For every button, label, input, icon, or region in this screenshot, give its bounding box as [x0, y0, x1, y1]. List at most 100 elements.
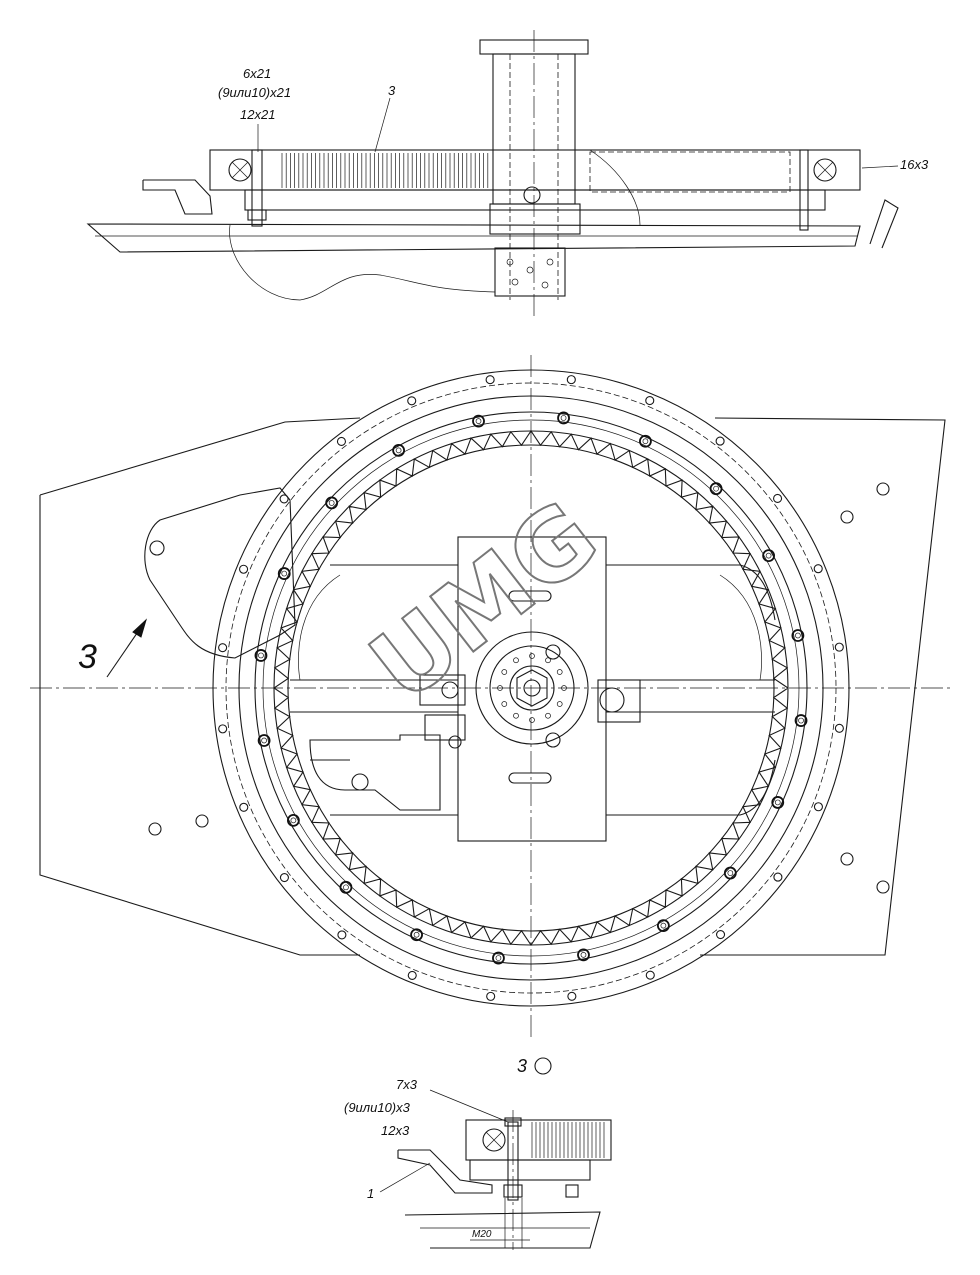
outer-bolt-hole — [337, 930, 347, 940]
outer-bolt-hole — [715, 930, 726, 940]
outer-bolt-hole — [218, 724, 228, 734]
section-view: 3 7x3 (9или10)x3 12x3 1 M20 — [344, 1056, 612, 1250]
outer-bolt-hole — [279, 872, 289, 883]
section-label-fasteners-2: (9или10)x3 — [344, 1100, 411, 1115]
inner-bolt-core — [660, 922, 667, 929]
outer-bolt-hole — [407, 970, 417, 980]
section-label-fasteners-1: 7x3 — [396, 1077, 418, 1092]
inner-bolt-nut — [656, 919, 670, 933]
hub-hole — [556, 701, 563, 707]
inner-bolt-core — [580, 952, 587, 958]
section-gear-teeth — [531, 1122, 605, 1158]
inner-bolt-core — [281, 570, 288, 577]
outer-bolt-hole — [645, 396, 655, 406]
inner-bolt-core — [413, 931, 420, 938]
plan-view: UMG 3 — [30, 355, 950, 1040]
hub-hole — [513, 712, 519, 719]
inner-bolt-nut — [709, 482, 723, 496]
inner-bolt-core — [774, 799, 781, 806]
inner-bolt-nut — [286, 813, 300, 827]
inner-bolt-core — [290, 817, 297, 824]
outer-bolt-hole — [773, 493, 783, 504]
label-right-16x3: 16x3 — [900, 157, 929, 172]
hub-hole — [529, 653, 535, 659]
inner-bolt-nut — [794, 714, 808, 727]
inner-bolt-nut — [639, 434, 652, 448]
label-fasteners-2: (9или10)x21 — [218, 85, 291, 100]
outer-bolt-hole — [715, 436, 725, 446]
hub-hole — [501, 669, 508, 675]
inner-bolt-core — [560, 415, 567, 421]
section-label-part-1: 1 — [367, 1186, 374, 1201]
inner-bolt-nut — [277, 567, 291, 580]
inner-bolt-core — [727, 870, 734, 876]
outer-bolt-hole — [279, 494, 289, 504]
section-label-thread: M20 — [472, 1229, 492, 1240]
label-fasteners-1: 6x21 — [243, 66, 271, 81]
arrow-label-3: 3 — [78, 638, 97, 676]
outer-bolt-hole — [813, 802, 823, 812]
outer-bolt-hole — [239, 802, 249, 812]
inner-bolt-core — [328, 500, 335, 506]
top-elevation-view: 6x21 (9или10)x21 12x21 3 16x3 — [86, 30, 929, 320]
ring-circle — [287, 444, 775, 932]
hub-hole — [501, 701, 508, 707]
inner-bolt-nut — [557, 411, 570, 425]
hub-hole — [513, 657, 519, 664]
outer-bolt-hole — [485, 375, 495, 385]
outer-bolt-hole — [567, 991, 577, 1001]
ring-circle — [262, 419, 800, 957]
outer-bolt-hole — [486, 991, 496, 1001]
outer-bolt-hole — [218, 643, 228, 653]
outer-bolt-hole — [773, 872, 783, 882]
outer-bolt-holes — [218, 375, 844, 1001]
inner-bolt-nut — [472, 414, 485, 428]
label-fasteners-3: 12x21 — [240, 107, 275, 122]
hub-hole — [529, 717, 535, 723]
inner-bolt-core — [395, 447, 402, 454]
gear-teeth — [273, 430, 789, 946]
inner-bolt-nut — [325, 496, 339, 510]
inner-bolt-core — [765, 552, 772, 559]
inner-bolt-nut — [791, 629, 805, 642]
inner-bolt-nut — [410, 928, 423, 942]
inner-bolt-core — [261, 737, 267, 744]
outer-bolt-hole — [645, 970, 655, 980]
inner-bolt-nut — [257, 734, 271, 747]
inner-bolt-core — [795, 632, 801, 639]
inner-bolt-nut — [771, 796, 785, 809]
inner-bolt-nuts — [254, 411, 808, 965]
watermark-text: UMG — [350, 480, 618, 724]
hub-holes — [497, 653, 567, 723]
inner-bolt-core — [495, 955, 502, 961]
inner-bolt-nut — [392, 443, 406, 457]
outer-bolt-hole — [336, 436, 347, 446]
hub-hole — [561, 685, 567, 691]
inner-bolt-core — [475, 418, 482, 424]
inner-bolt-nut — [254, 649, 268, 662]
hub-hole — [545, 712, 551, 719]
inner-bolt-nut — [339, 880, 353, 894]
inner-bolt-nut — [577, 948, 590, 962]
outer-bolt-hole — [834, 642, 844, 652]
outer-bolt-hole — [813, 564, 823, 574]
outer-bolt-hole — [407, 396, 417, 406]
label-part-3: 3 — [388, 83, 396, 98]
inner-bolt-core — [713, 485, 719, 492]
ring-circle — [254, 411, 808, 965]
ring-circle — [212, 369, 850, 1007]
section-title: 3 — [517, 1056, 527, 1076]
ring-circle — [238, 395, 824, 981]
hub-hole — [545, 657, 551, 664]
outer-bolt-hole — [834, 723, 844, 733]
hub-hole — [556, 669, 563, 675]
inner-bolt-core — [343, 884, 349, 891]
gear-teeth-elevation — [281, 153, 489, 188]
hub-hole — [497, 685, 503, 691]
section-label-fasteners-3: 12x3 — [381, 1123, 410, 1138]
outer-bolt-hole — [239, 564, 249, 574]
outer-bolt-hole — [566, 375, 576, 385]
inner-bolt-core — [258, 652, 264, 659]
inner-bolt-nut — [762, 549, 776, 563]
inner-bolt-core — [798, 717, 804, 724]
